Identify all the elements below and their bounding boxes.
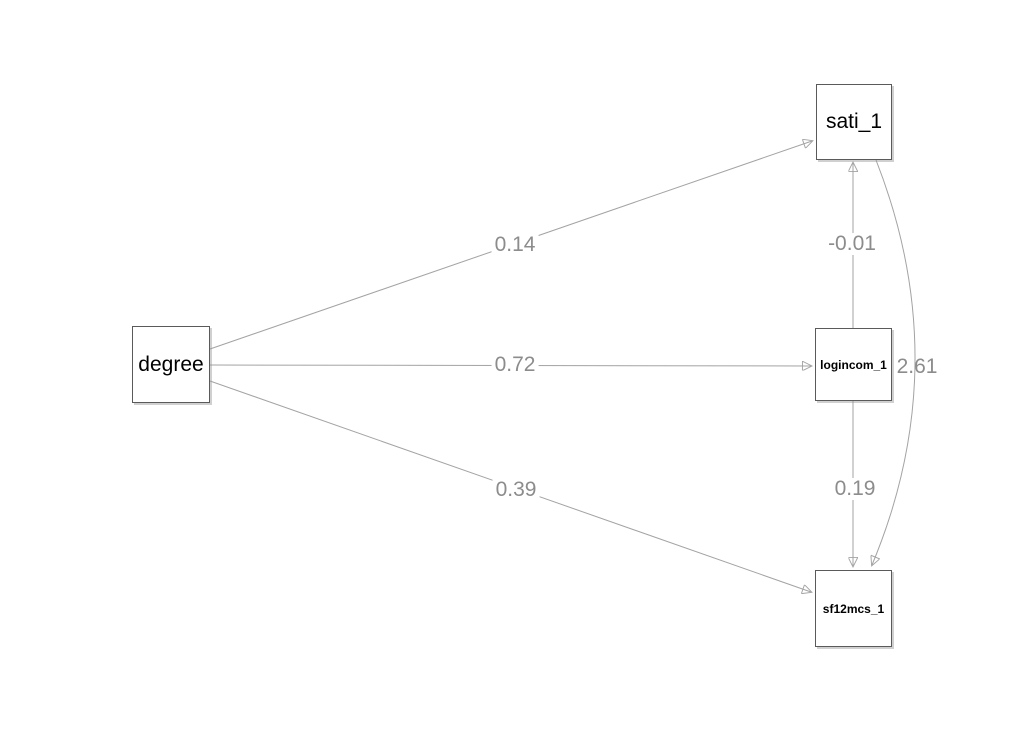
node-logincom-1: logincom_1 — [815, 328, 892, 401]
edge-weight-degree-sati1: 0.14 — [491, 233, 539, 257]
edge-weight-logincom1-sati1: -0.01 — [825, 232, 879, 256]
edge-sati1-to-sf12mcs1-curved — [872, 159, 916, 565]
node-degree: degree — [132, 326, 210, 403]
edge-weight-logincom1-sf12mcs1: 0.19 — [831, 477, 879, 501]
node-logincom-1-label: logincom_1 — [820, 357, 887, 372]
node-sati-1: sati_1 — [816, 84, 892, 160]
edge-weight-sati1-sf12mcs1: 2.61 — [896, 354, 938, 378]
node-sf12mcs-1: sf12mcs_1 — [815, 570, 892, 647]
node-sf12mcs-1-label: sf12mcs_1 — [822, 601, 885, 616]
edge-weight-degree-logincom1: 0.72 — [491, 353, 539, 377]
node-degree-label: degree — [138, 352, 204, 376]
node-sati-1-label: sati_1 — [825, 110, 883, 133]
edge-weight-degree-sf12mcs1: 0.39 — [492, 478, 540, 502]
